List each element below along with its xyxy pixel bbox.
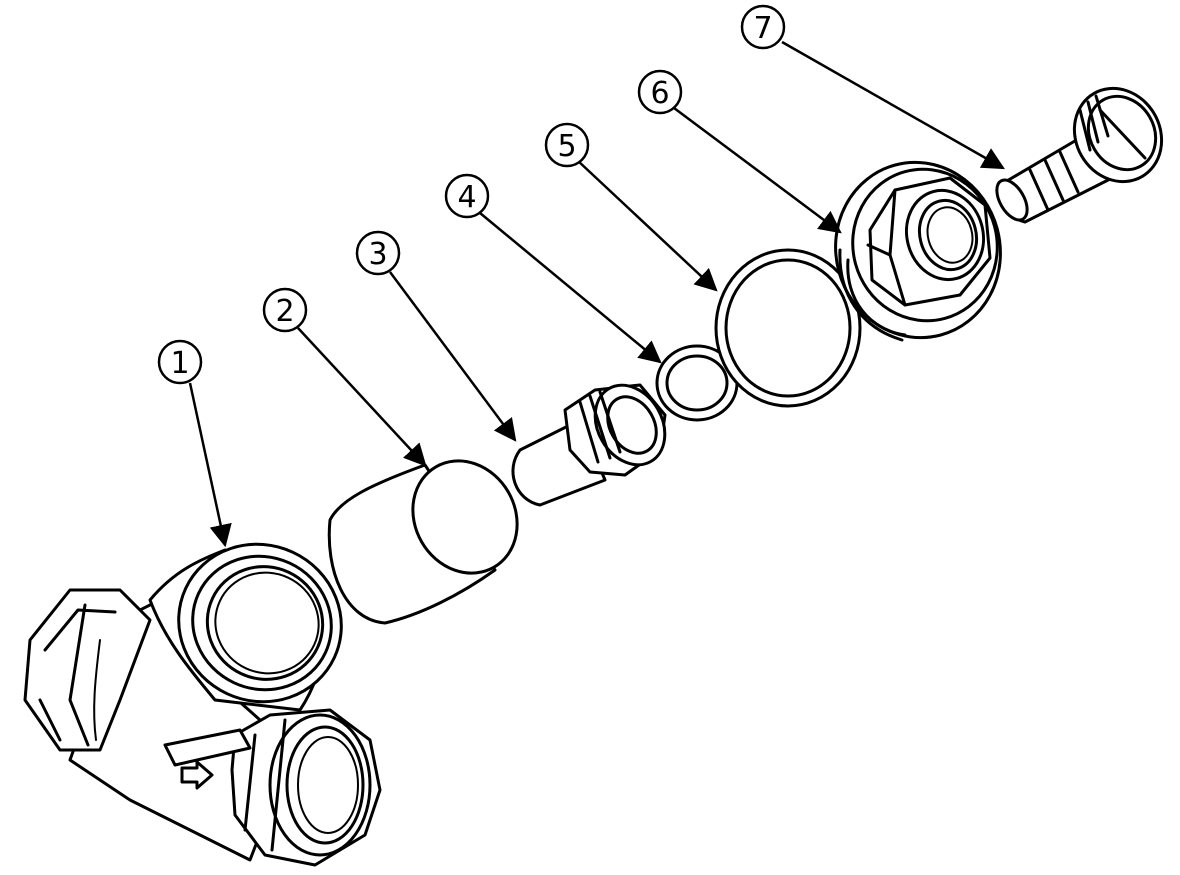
balloon-2: 2 bbox=[262, 287, 308, 333]
leader-2 bbox=[297, 327, 427, 467]
flow-arrow-icon bbox=[180, 760, 214, 790]
balloon-label-2: 2 bbox=[275, 294, 294, 329]
leader-5 bbox=[576, 159, 718, 292]
part-3-inner-screen bbox=[511, 383, 667, 507]
part-7-drain-plug bbox=[995, 86, 1164, 224]
leader-1 bbox=[188, 382, 232, 548]
balloon-4: 4 bbox=[444, 173, 490, 219]
balloon-3: 3 bbox=[355, 230, 401, 276]
balloon-7: 7 bbox=[740, 4, 786, 50]
balloon-1: 1 bbox=[157, 339, 203, 385]
balloon-5: 5 bbox=[544, 122, 590, 168]
part-2-screen bbox=[327, 459, 519, 625]
balloon-label-3: 3 bbox=[368, 237, 387, 272]
leader-4 bbox=[479, 212, 662, 364]
part-5-large-o-ring bbox=[714, 248, 862, 408]
leader-7 bbox=[781, 40, 1005, 170]
leader-6 bbox=[673, 106, 842, 234]
part-6-cap bbox=[834, 160, 1002, 342]
balloon-label-7: 7 bbox=[753, 11, 772, 46]
leader-lines bbox=[188, 40, 1005, 548]
balloon-label-1: 1 bbox=[170, 346, 189, 381]
leader-3 bbox=[388, 271, 517, 442]
part-1-strainer-body bbox=[23, 542, 382, 867]
balloon-label-4: 4 bbox=[457, 180, 476, 215]
balloon-label-6: 6 bbox=[650, 76, 669, 111]
balloon-6: 6 bbox=[637, 69, 683, 115]
balloon-label-5: 5 bbox=[557, 129, 576, 164]
